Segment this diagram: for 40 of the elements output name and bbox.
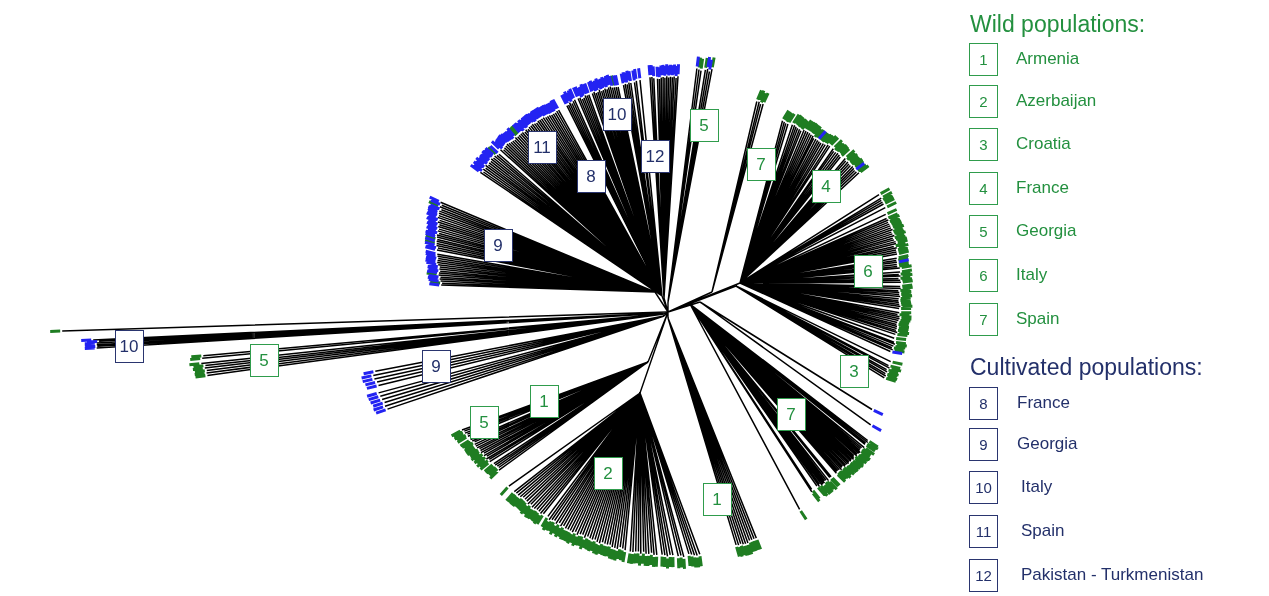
legend-number-box: 12 xyxy=(969,558,998,592)
clade-number-box: 4 xyxy=(811,169,841,203)
legend-number-box: 8 xyxy=(969,386,998,420)
population-name: France xyxy=(1017,392,1070,414)
clade-number-box: 9 xyxy=(483,228,513,262)
legend-heading: Cultivated populations: xyxy=(970,354,1203,381)
population-name: France xyxy=(1016,177,1069,199)
population-name: Pakistan - Turkmenistan xyxy=(1021,564,1204,586)
population-name: Azerbaijan xyxy=(1016,90,1097,112)
clade-number-box: 7 xyxy=(746,147,776,181)
clade-number-box: 1 xyxy=(529,384,559,418)
population-name: Armenia xyxy=(1016,48,1080,70)
clade-number-box: 1 xyxy=(702,482,732,516)
population-name: Spain xyxy=(1021,520,1065,542)
population-name: Italy xyxy=(1021,476,1053,498)
legend-number-box: 5 xyxy=(969,214,998,248)
legend-number-box: 10 xyxy=(969,470,998,504)
population-name: Georgia xyxy=(1016,220,1077,242)
legend-number-box: 1 xyxy=(969,42,998,76)
population-name: Croatia xyxy=(1016,133,1071,155)
legend-number-box: 11 xyxy=(969,514,998,548)
legend-number-box: 9 xyxy=(969,427,998,461)
legend-number-box: 4 xyxy=(969,171,998,205)
clade-number-box: 5 xyxy=(469,405,499,439)
legend-number-box: 2 xyxy=(969,84,998,118)
legend-heading: Wild populations: xyxy=(970,11,1146,38)
clade-number-box: 5 xyxy=(249,343,279,377)
clade-number-box: 12 xyxy=(640,139,670,173)
population-name: Italy xyxy=(1016,264,1048,286)
clade-number-box: 10 xyxy=(114,329,144,363)
clade-number-box: 5 xyxy=(689,108,719,142)
legend-number-box: 6 xyxy=(969,258,998,292)
clade-number-box: 11 xyxy=(527,130,557,164)
legend-number-box: 7 xyxy=(969,302,998,336)
clade-number-box: 9 xyxy=(421,349,451,383)
population-name: Georgia xyxy=(1017,433,1078,455)
clade-number-box: 10 xyxy=(602,97,632,131)
legend-number-box: 3 xyxy=(969,127,998,161)
clade-number-box: 3 xyxy=(839,354,869,388)
population-name: Spain xyxy=(1016,308,1060,330)
